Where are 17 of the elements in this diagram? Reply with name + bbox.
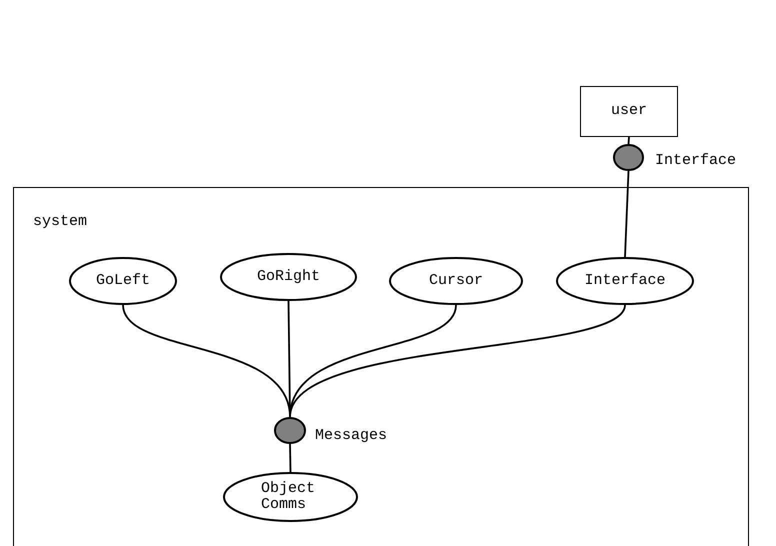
port-circle xyxy=(274,417,306,444)
component-ellipse: Interface xyxy=(556,257,694,305)
actor-box: user xyxy=(580,86,678,137)
connector-line xyxy=(628,136,630,144)
port-label: Interface xyxy=(655,152,736,169)
connector-line xyxy=(624,170,630,258)
component-ellipse: GoLeft xyxy=(69,257,177,305)
connector-line xyxy=(289,444,292,472)
component-ellipse: Object Comms xyxy=(223,472,358,522)
component-ellipse: GoRight xyxy=(220,253,357,301)
port-label: Messages xyxy=(315,427,388,444)
port-circle xyxy=(613,144,644,171)
component-ellipse: Cursor xyxy=(389,257,523,305)
connector-line xyxy=(289,304,626,418)
system-boundary xyxy=(13,187,749,546)
boundary-label: system xyxy=(33,213,88,230)
connector-line xyxy=(289,304,457,418)
